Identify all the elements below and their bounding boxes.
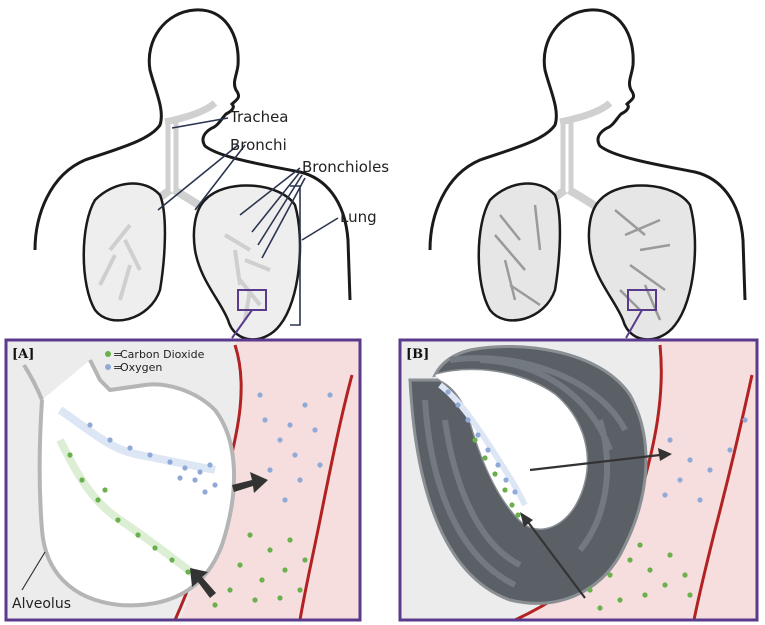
left-bronchiole-tree <box>98 223 271 321</box>
legend-co2-swatch <box>105 351 111 357</box>
left-trachea-top <box>164 100 218 126</box>
legend-o2-text: Oxygen <box>120 361 162 374</box>
right-trachea <box>560 118 574 190</box>
legend-o2-swatch <box>105 364 111 370</box>
panel-a-border <box>4 338 362 622</box>
panel-a-o2-dots <box>87 392 333 503</box>
right-figure <box>428 8 747 341</box>
panel-b-co2-dots <box>472 437 693 611</box>
right-zoom-leader <box>625 309 643 339</box>
panel-b-mucus-streaks <box>422 355 628 588</box>
panel-a-tag: [A] <box>12 347 34 362</box>
panel-a-co2-arrow <box>190 568 216 598</box>
panel-b-o2-arrowhead <box>658 448 672 461</box>
left-lung-right <box>82 182 167 322</box>
lung-bracket <box>290 185 301 326</box>
panel-a-co2-dots <box>67 452 308 608</box>
leader-alveolus <box>21 551 46 591</box>
panel-b-o2-dots <box>445 389 748 503</box>
legend-co2-symbol: = <box>113 348 122 361</box>
left-figure: Trachea Bronchi Bronchioles Lung <box>33 8 389 341</box>
right-lung-left <box>587 184 697 341</box>
leader-trachea <box>171 117 229 129</box>
panel-b: [B] <box>398 338 759 622</box>
panel-a-o2-ribbon <box>57 406 216 474</box>
panel-b-airspace <box>435 370 587 529</box>
panel-b-vessel-wall-outer <box>692 374 754 620</box>
left-body-outline <box>33 8 352 301</box>
right-lung-right <box>477 182 562 322</box>
right-trachea-top <box>559 100 613 126</box>
panel-b-o2-ribbon <box>438 382 528 507</box>
label-trachea: Trachea <box>229 108 289 126</box>
legend-o2-symbol: = <box>113 361 122 374</box>
panel-a-alveolus <box>37 359 237 608</box>
leader-lung <box>301 217 339 241</box>
label-lung: Lung <box>340 208 377 226</box>
panel-b-co2-arrowhead <box>520 512 533 527</box>
label-bronchi: Bronchi <box>230 136 287 154</box>
panel-b-co2-arrow <box>527 521 586 599</box>
leader-bronchi <box>157 144 246 211</box>
panel-b-o2-arrow <box>529 453 661 472</box>
panel-b-border <box>398 338 759 622</box>
panel-a: [A] = Carbon Dioxide = Oxygen Alveolus <box>4 338 362 622</box>
right-lung-texture <box>494 204 671 321</box>
panel-a-o2-arrow <box>232 472 268 493</box>
panel-b-tag: [B] <box>406 347 429 362</box>
label-bronchioles: Bronchioles <box>302 158 389 176</box>
panel-b-vessel <box>520 340 757 620</box>
legend-co2-text: Carbon Dioxide <box>120 348 205 361</box>
left-trachea <box>165 118 179 190</box>
left-zoom-leader <box>231 309 253 339</box>
panel-a-vessel-wall-outer <box>298 374 354 620</box>
right-body-outline <box>428 8 747 301</box>
leader-bronchioles <box>239 167 306 259</box>
panel-a-alveolus-duct <box>22 363 44 401</box>
label-alveolus: Alveolus <box>12 596 71 612</box>
